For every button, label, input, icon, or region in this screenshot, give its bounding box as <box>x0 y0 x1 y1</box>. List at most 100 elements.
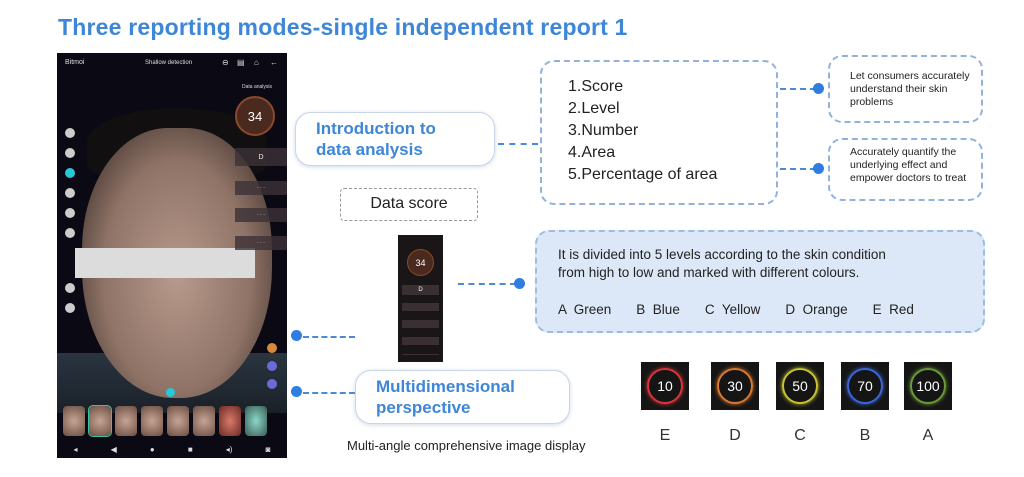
sound-icon[interactable]: ◂) <box>225 445 233 454</box>
connector <box>303 336 355 338</box>
list-item: 5.Percentage of area <box>568 166 718 183</box>
multi-line: Multidimensional <box>376 377 515 396</box>
level-badge: D <box>235 148 287 166</box>
intro-label: Introduction to data analysis <box>295 112 495 166</box>
level-item: E Red <box>872 302 914 317</box>
intro-line: data analysis <box>316 140 423 159</box>
mini-report: 34 D <box>398 235 443 362</box>
connector <box>458 283 516 285</box>
list-item: 3.Number <box>568 122 639 139</box>
redaction-bar <box>75 248 255 278</box>
list-item: 4.Area <box>568 144 616 161</box>
level-letter: B <box>859 427 871 444</box>
list-box <box>540 60 778 205</box>
back-nav-icon[interactable]: ◀ <box>110 445 117 454</box>
connector-dot <box>813 83 824 94</box>
level-score: 30 <box>717 368 753 404</box>
level-letter: C <box>794 427 806 444</box>
recent-icon[interactable]: ■ <box>187 445 193 454</box>
connector-dot <box>514 278 525 289</box>
level-item: D Orange <box>785 302 848 317</box>
thumbnail-selected[interactable] <box>88 405 112 437</box>
brand-logo: Bitmoi <box>65 59 85 66</box>
thumbnail[interactable] <box>219 406 241 436</box>
tool-icon[interactable] <box>267 379 277 389</box>
volume-icon[interactable]: ◂ <box>73 445 78 454</box>
mini-stats <box>402 303 439 355</box>
level-item: B Blue <box>636 302 680 317</box>
level-item: C Yellow <box>704 302 761 317</box>
menu-icon[interactable] <box>65 208 75 218</box>
connector <box>303 392 355 394</box>
menu-icon[interactable] <box>65 228 75 238</box>
list-item: 1.Score <box>568 78 624 95</box>
home-nav-icon[interactable]: ● <box>149 445 155 454</box>
levels-desc: It is divided into 5 levels according to… <box>558 247 886 262</box>
app-screenshot: Bitmoi Shallow detection ⊖ ▤ ⌂ ← Data an… <box>57 53 287 458</box>
multi-label: Multidimensional perspective <box>355 370 570 424</box>
level-score: 10 <box>647 368 683 404</box>
connector <box>780 88 816 90</box>
home-icon[interactable]: ⌂ <box>254 58 259 67</box>
connector <box>498 143 538 145</box>
settings-icon[interactable]: ⊖ <box>222 58 229 67</box>
level-score: 100 <box>910 368 946 404</box>
note-doctors: Accurately quantify the underlying effec… <box>828 138 983 201</box>
level-item: A Green <box>558 302 612 317</box>
stat-row: · · · <box>235 208 287 222</box>
thumbnail[interactable] <box>193 406 215 436</box>
level-score: 50 <box>782 368 818 404</box>
nav-bar: ◂ ◀ ● ■ ◂) ◙ <box>57 441 287 458</box>
level-letter: E <box>659 427 671 444</box>
levels-desc: from high to low and marked with differe… <box>558 265 860 280</box>
connector-dot <box>291 330 302 341</box>
level-icon-E: 10 <box>641 362 689 410</box>
thumbnail-strip <box>57 403 287 439</box>
intro-line: Introduction to <box>316 119 436 138</box>
list-item: 2.Level <box>568 100 620 117</box>
stat-row: · · · <box>235 236 287 250</box>
camera-icon[interactable]: ◙ <box>265 445 271 454</box>
menu-icon[interactable] <box>65 188 75 198</box>
thumbnail[interactable] <box>63 406 85 436</box>
menu-icon[interactable] <box>65 303 75 313</box>
data-score-label: Data score <box>340 188 478 221</box>
mini-level: D <box>402 285 439 295</box>
menu-icon-active[interactable] <box>65 168 75 178</box>
thumbnail[interactable] <box>167 406 189 436</box>
score-ring: 34 <box>235 96 275 136</box>
level-icon-A: 100 <box>904 362 952 410</box>
menu-icon[interactable] <box>65 148 75 158</box>
menu-icon[interactable] <box>65 128 75 138</box>
data-items-list: 1.Score 2.Level 3.Number 4.Area 5.Percen… <box>568 76 717 186</box>
tool-icon[interactable] <box>267 343 277 353</box>
thumbnail[interactable] <box>115 406 137 436</box>
caption: Multi-angle comprehensive image display <box>347 438 586 453</box>
connector <box>780 168 816 170</box>
stat-row: · · · <box>235 181 287 195</box>
panel-title: Data analysis <box>242 84 273 90</box>
levels-legend: A Green B Blue C Yellow D Orange E Red <box>558 301 983 319</box>
report-icon[interactable]: ▤ <box>237 58 245 67</box>
tool-icon[interactable] <box>267 361 277 371</box>
levels-box: It is divided into 5 levels according to… <box>535 230 985 333</box>
note-consumers: Let consumers accurately understand thei… <box>828 55 983 123</box>
level-letter: D <box>729 427 741 444</box>
app-header: Bitmoi Shallow detection ⊖ ▤ ⌂ ← <box>57 53 287 73</box>
level-icon-D: 30 <box>711 362 759 410</box>
back-icon[interactable]: ← <box>270 58 278 67</box>
thumbnail[interactable] <box>245 406 267 436</box>
page-title: Three reporting modes-single independent… <box>58 14 628 40</box>
connector-dot <box>291 386 302 397</box>
menu-icon[interactable] <box>65 283 75 293</box>
angle-selector[interactable] <box>166 388 175 397</box>
multi-line: perspective <box>376 398 471 417</box>
level-letter: A <box>922 427 934 444</box>
level-score: 70 <box>847 368 883 404</box>
header-title: Shallow detection <box>145 60 193 66</box>
level-icon-B: 70 <box>841 362 889 410</box>
level-icon-C: 50 <box>776 362 824 410</box>
thumbnail[interactable] <box>141 406 163 436</box>
mini-score-ring: 34 <box>407 249 434 276</box>
connector-dot <box>813 163 824 174</box>
